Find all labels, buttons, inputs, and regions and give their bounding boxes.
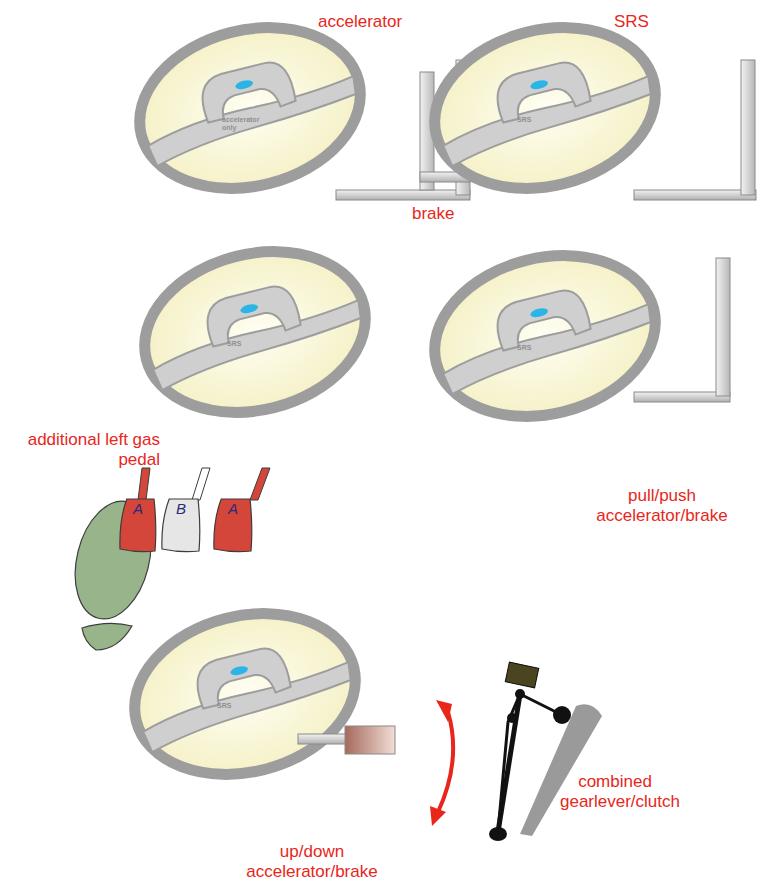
pedal-letter: A <box>118 498 158 517</box>
part-label: accelerator <box>318 12 448 32</box>
part-label: brake <box>412 204 472 224</box>
pedal-letter: A <box>212 498 254 517</box>
hub-marking: accelerator only <box>222 116 252 132</box>
part-label: SRS <box>517 116 547 124</box>
part-label: pull/push accelerator/brake <box>582 486 742 525</box>
pedal: A <box>118 498 158 554</box>
part-label: additional left gas pedal <box>22 430 160 469</box>
pedal: A <box>212 498 254 554</box>
hub-marking: SRS <box>217 702 247 710</box>
hub-marking: SRS <box>227 340 257 348</box>
pedal: B <box>160 498 202 554</box>
pedal-letter: B <box>160 498 202 517</box>
part-label: up/down accelerator/brake <box>232 842 392 881</box>
part-label: combined gearlever/clutch <box>560 772 670 811</box>
hub-marking: SRS <box>517 344 547 352</box>
part-label: SRS <box>614 12 764 32</box>
